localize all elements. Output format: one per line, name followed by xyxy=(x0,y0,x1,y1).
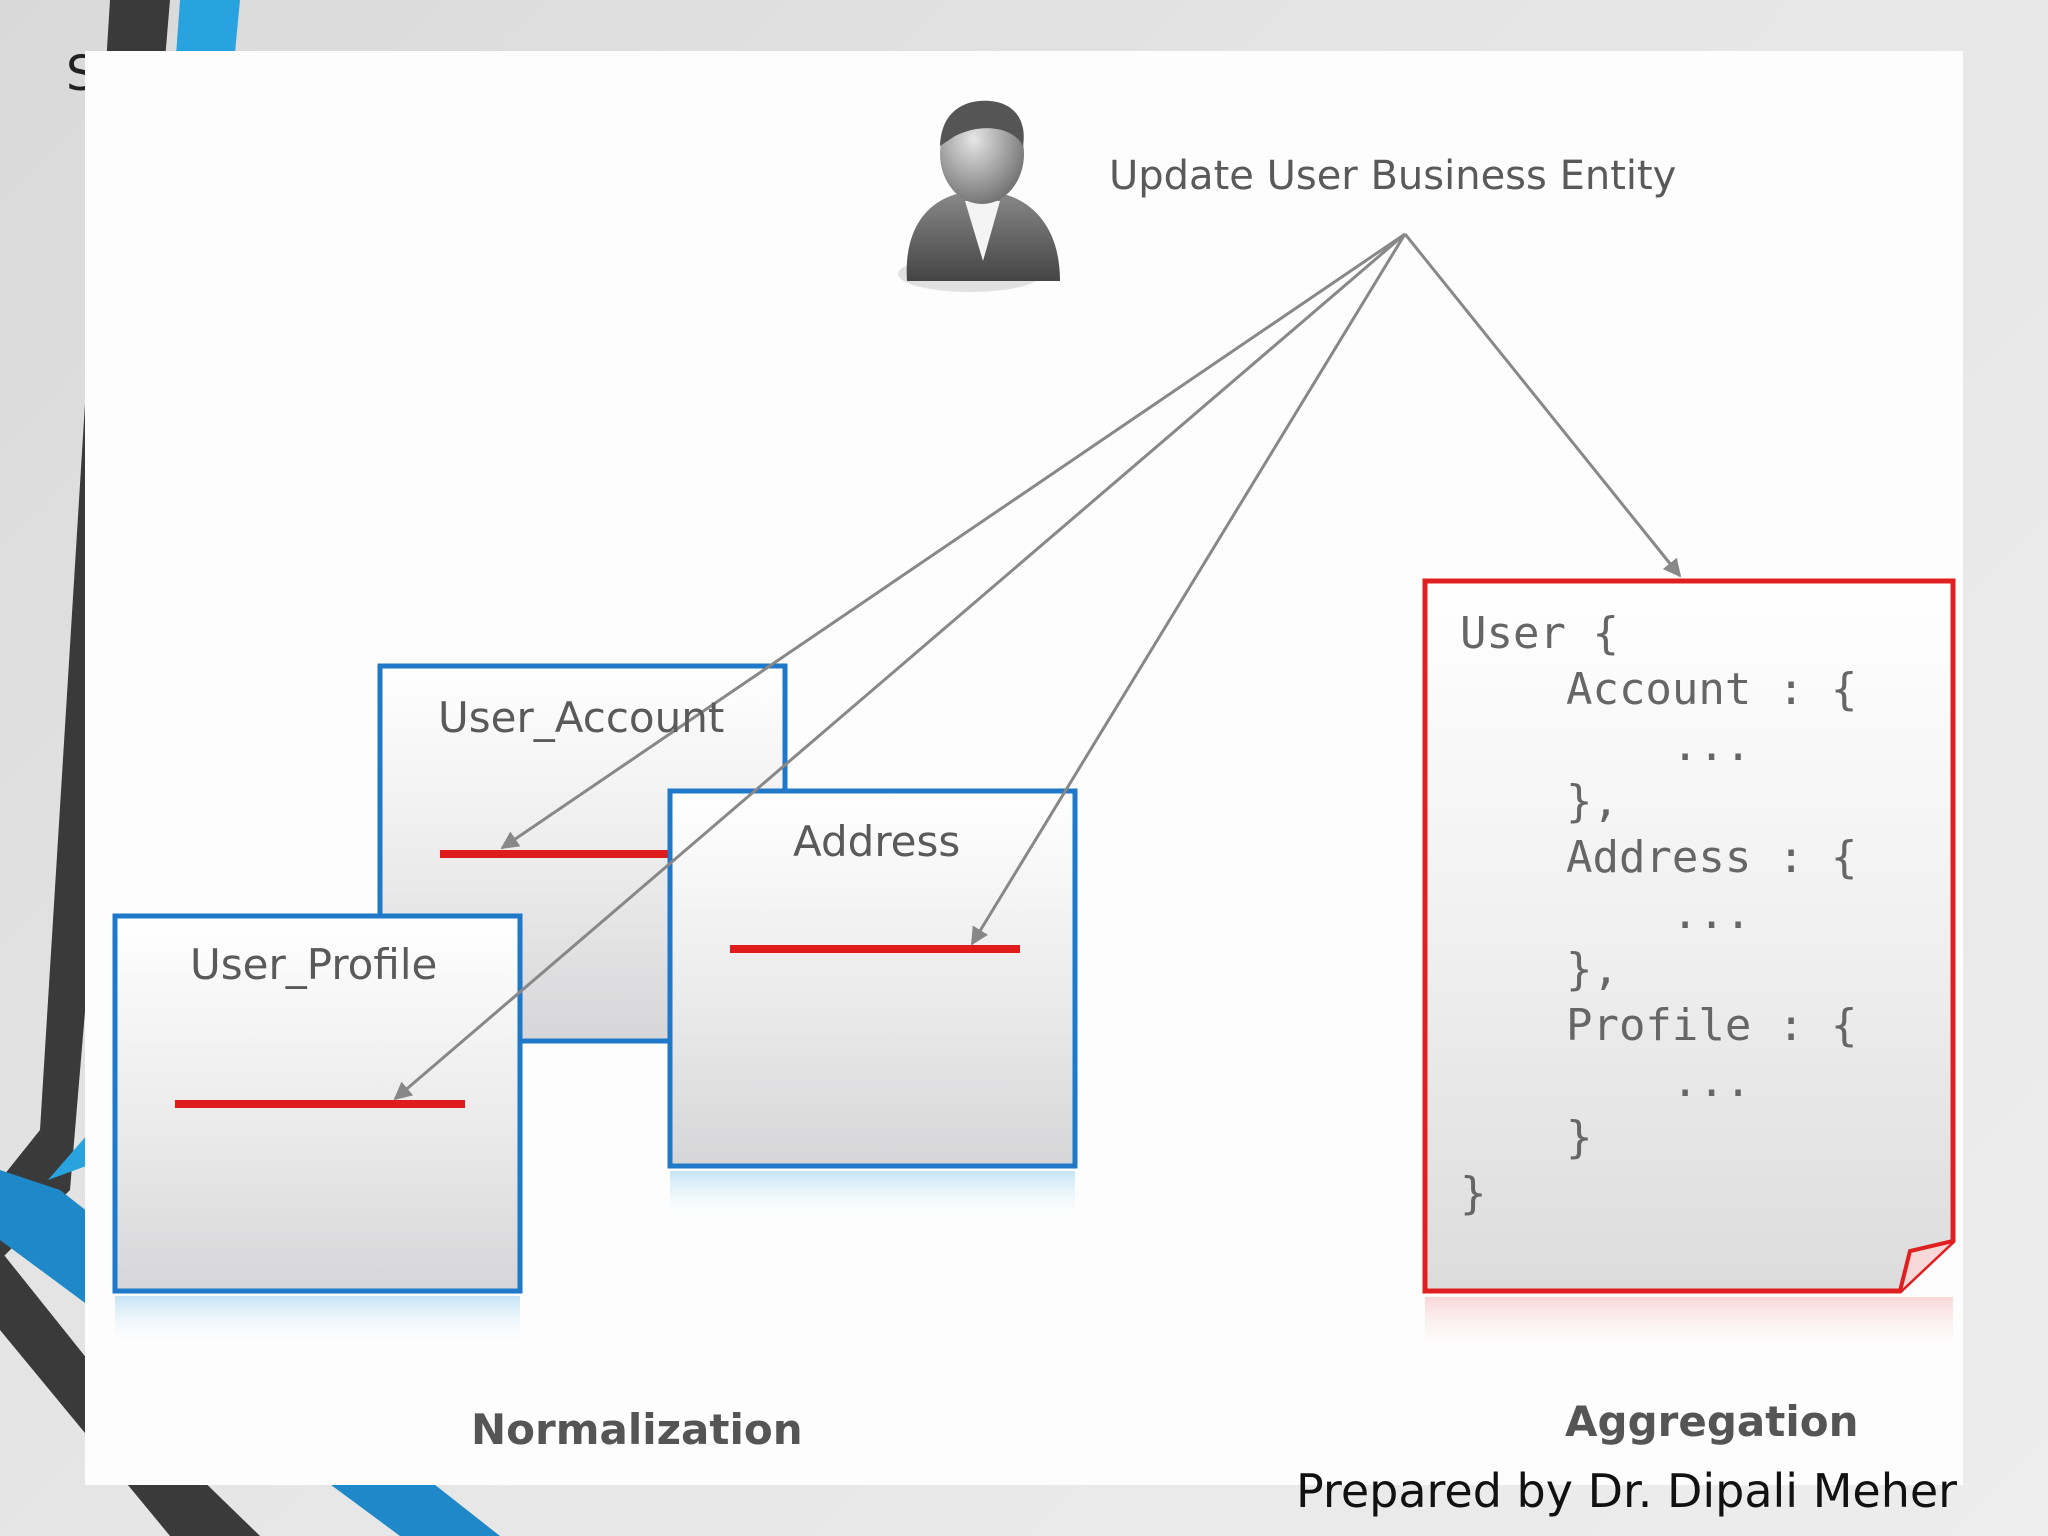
code-line: ... xyxy=(1460,888,1752,939)
code-line: }, xyxy=(1460,944,1619,995)
arrow-to-user-account xyxy=(500,232,1406,850)
address-label: Address xyxy=(793,817,961,866)
arrow-to-address xyxy=(970,233,1407,946)
code-line: }, xyxy=(1460,776,1619,827)
aggregate-code: User { Account : { ... }, Address : { ..… xyxy=(1460,606,1857,1222)
diagram-panel: Update User Business Entity User_Account… xyxy=(85,51,1963,1485)
address-box xyxy=(667,788,1078,1221)
normalization-label: Normalization xyxy=(471,1405,803,1454)
aggregate-document xyxy=(1422,578,1956,1357)
code-line: User { xyxy=(1460,608,1619,659)
aggregation-label: Aggregation xyxy=(1565,1397,1859,1446)
user-profile-box xyxy=(112,913,523,1346)
user-silhouette-icon xyxy=(898,100,1060,292)
code-line: ... xyxy=(1460,720,1752,771)
user-profile-label: User_Profile xyxy=(190,940,438,989)
code-line: Account : { xyxy=(1460,664,1858,715)
user-account-label: User_Account xyxy=(438,693,725,742)
arrows xyxy=(393,232,1682,1101)
footer-credit: Prepared by Dr. Dipali Meher xyxy=(1296,1464,1958,1518)
code-line: } xyxy=(1460,1168,1487,1219)
code-line: Address : { xyxy=(1460,832,1858,883)
code-line: } xyxy=(1460,1112,1593,1163)
arrow-to-user-profile xyxy=(393,232,1406,1101)
code-line: ... xyxy=(1460,1056,1752,1107)
arrow-to-aggregate xyxy=(1403,233,1682,578)
diagram-canvas xyxy=(112,100,1956,1357)
code-line: Profile : { xyxy=(1460,1000,1858,1051)
update-entity-heading: Update User Business Entity xyxy=(1109,153,1677,199)
